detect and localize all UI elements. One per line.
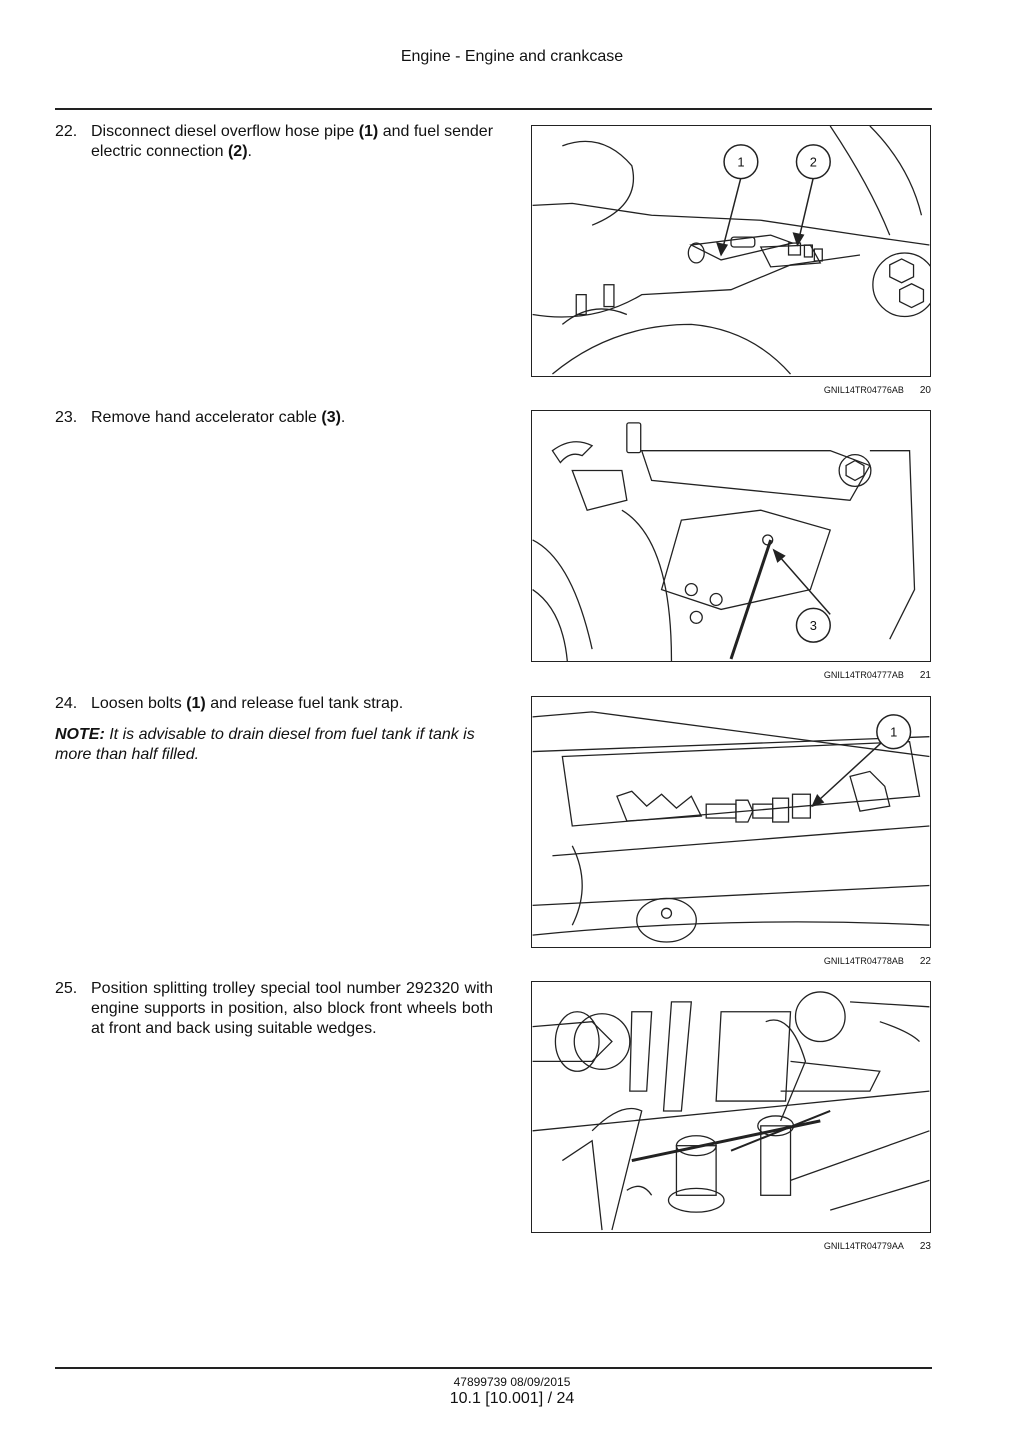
callout-label: 1 — [890, 725, 897, 740]
figure-number: 21 — [919, 670, 931, 681]
figure-20-illustration: 1 2 — [531, 125, 931, 377]
figure-21-caption: GNIL14TR04777AB 21 — [531, 670, 931, 681]
callout-label: 1 — [737, 155, 744, 170]
figure-22-caption: GNIL14TR04778AB 22 — [531, 956, 931, 967]
figure-code: GNIL14TR04778AB — [823, 956, 904, 966]
note: NOTE: It is advisable to drain diesel fr… — [55, 725, 493, 765]
callout-label: 2 — [810, 155, 817, 170]
page-header-title: Engine - Engine and crankcase — [400, 48, 624, 65]
step-23: 23. Remove hand accelerator cable (3). — [55, 408, 493, 428]
footer-page-ref: 10.1 [10.001] / 24 — [449, 1390, 575, 1407]
figure-number: 20 — [919, 385, 931, 396]
figure-23-illustration — [531, 981, 931, 1233]
figure-21-illustration: 3 — [531, 410, 931, 662]
note-label: NOTE: — [55, 726, 105, 743]
footer-doc-id: 47899739 08/09/2015 — [453, 1375, 571, 1389]
step-number: 23. — [55, 409, 78, 426]
step-text: Loosen bolts (1) and release fuel tank s… — [91, 695, 404, 712]
step-text: Remove hand accelerator cable (3). — [91, 409, 346, 426]
figure-23-caption: GNIL14TR04779AA 23 — [531, 1241, 931, 1252]
figure-20-caption: GNIL14TR04776AB 20 — [531, 385, 931, 396]
step-number: 22. — [55, 123, 78, 140]
step-25: 25. Position splitting trolley special t… — [55, 979, 493, 1039]
figure-code: GNIL14TR04776AB — [823, 385, 904, 395]
figure-number: 22 — [919, 956, 931, 967]
step-24: 24. Loosen bolts (1) and release fuel ta… — [55, 694, 493, 714]
step-text: Disconnect diesel overflow hose pipe (1)… — [91, 123, 494, 160]
step-22: 22. Disconnect diesel overflow hose pipe… — [55, 122, 493, 162]
figure-code: GNIL14TR04779AA — [823, 1241, 904, 1251]
note-text: It is advisable to drain diesel from fue… — [55, 726, 475, 763]
figure-number: 23 — [919, 1241, 931, 1252]
step-text: Position splitting trolley special tool … — [91, 980, 493, 1037]
figure-22-illustration: 1 — [531, 696, 931, 948]
header-rule — [55, 108, 932, 110]
figure-code: GNIL14TR04777AB — [823, 670, 904, 680]
step-number: 25. — [55, 980, 78, 997]
callout-label: 3 — [810, 618, 817, 633]
footer-rule — [55, 1367, 932, 1369]
step-number: 24. — [55, 695, 78, 712]
